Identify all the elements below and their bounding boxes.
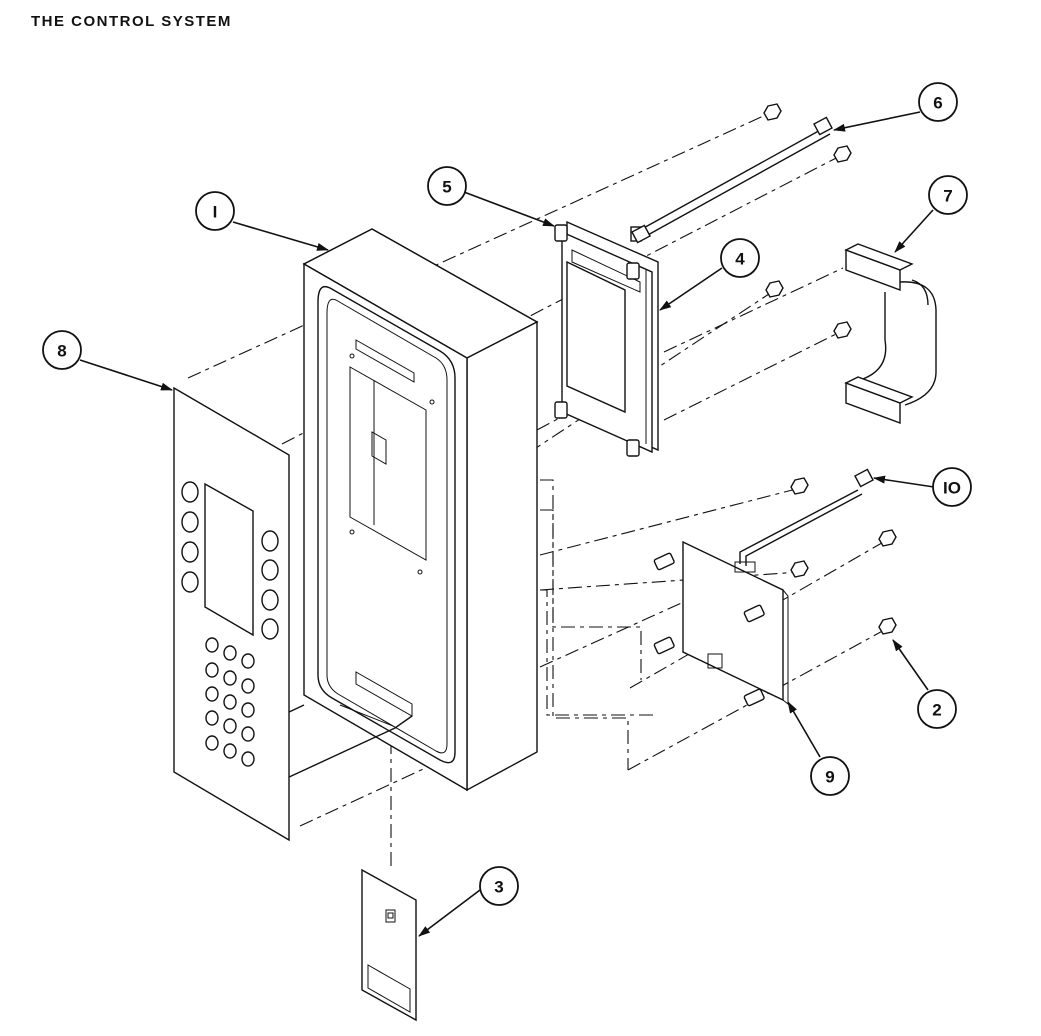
callout-10: IO <box>932 467 972 507</box>
callout-leaders <box>79 111 935 937</box>
callout-8-label: 8 <box>57 342 66 361</box>
control-housing <box>286 228 539 792</box>
callout-9-label: 9 <box>825 768 834 787</box>
interface-board <box>653 468 874 707</box>
callout-7: 7 <box>928 175 968 215</box>
board-standoffs <box>653 552 765 707</box>
hex-nuts <box>763 103 897 635</box>
callout-7-label: 7 <box>943 187 952 206</box>
callout-5: 5 <box>427 166 467 206</box>
callout-1-label: I <box>213 203 218 222</box>
assembly-centerlines <box>187 112 889 870</box>
callout-8: 8 <box>42 330 82 370</box>
display-cable <box>631 116 833 244</box>
callout-3-label: 3 <box>494 878 503 897</box>
interface-cable <box>739 468 874 566</box>
keypad-buttons <box>205 637 255 767</box>
callout-2: 2 <box>917 689 957 729</box>
callout-6: 6 <box>918 82 958 122</box>
page-title: THE CONTROL SYSTEM <box>31 13 232 30</box>
callout-4-label: 4 <box>735 250 745 269</box>
callout-10-label: IO <box>943 479 961 498</box>
callout-9: 9 <box>810 756 850 796</box>
softkey-buttons <box>181 481 279 640</box>
ribbon-cable <box>844 243 937 425</box>
callout-1: I <box>195 191 235 231</box>
callout-2-label: 2 <box>932 701 941 720</box>
front-overlay-panel <box>173 386 290 842</box>
display-module <box>554 220 659 457</box>
callout-3: 3 <box>479 866 519 906</box>
callout-4: 4 <box>720 238 760 278</box>
label-card <box>361 868 417 1022</box>
callout-5-label: 5 <box>442 178 451 197</box>
callout-6-label: 6 <box>933 94 942 113</box>
